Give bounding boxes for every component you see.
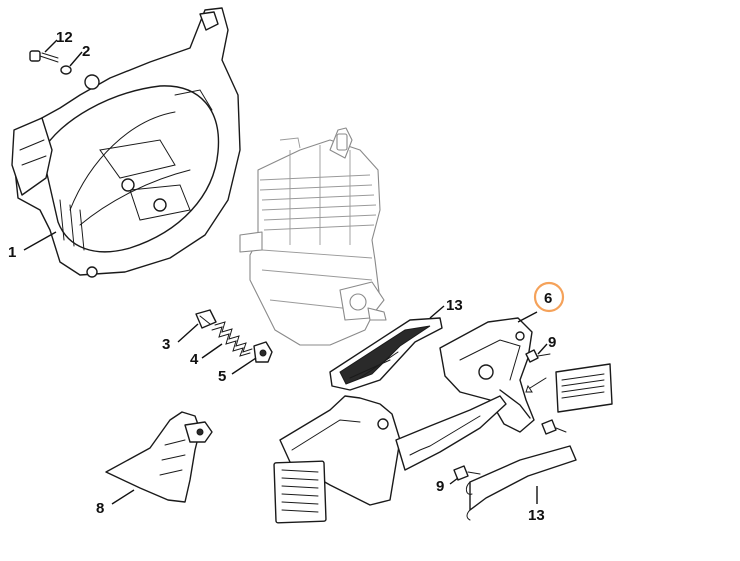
engine-cylinder bbox=[239, 127, 387, 346]
callout-8[interactable]: 8 bbox=[96, 500, 104, 517]
warning-label-decal bbox=[525, 363, 613, 413]
handle-bracket-part-6[interactable] bbox=[439, 317, 535, 433]
callout-3[interactable]: 3 bbox=[162, 336, 170, 353]
grille-part-13-upper[interactable] bbox=[329, 317, 443, 391]
callout-13-upper[interactable]: 13 bbox=[446, 297, 463, 314]
callout-13-lower[interactable]: 13 bbox=[528, 507, 545, 524]
callout-9-lower[interactable]: 9 bbox=[436, 478, 444, 495]
spring-part-4[interactable] bbox=[211, 321, 253, 357]
callout-1[interactable]: 1 bbox=[8, 244, 16, 261]
shield-part-8[interactable] bbox=[105, 411, 213, 503]
blower-handle-cover bbox=[273, 395, 507, 524]
strap-part-13-lower[interactable] bbox=[465, 445, 577, 521]
screw-part-9-right[interactable] bbox=[541, 419, 567, 435]
washer-part-2[interactable] bbox=[60, 65, 72, 75]
fitting-part-3[interactable] bbox=[195, 309, 217, 329]
screw-part-9-upper[interactable] bbox=[525, 349, 551, 363]
cap-part-5[interactable] bbox=[253, 341, 273, 363]
callout-4[interactable]: 4 bbox=[190, 351, 199, 368]
screw-part-9-lower[interactable] bbox=[453, 465, 481, 481]
callout-5[interactable]: 5 bbox=[218, 368, 226, 385]
callout-9-upper[interactable]: 9 bbox=[548, 334, 556, 351]
callout-12[interactable]: 12 bbox=[56, 29, 73, 46]
screw-part-12[interactable] bbox=[29, 50, 59, 63]
callout-6[interactable]: 6 bbox=[544, 290, 552, 307]
callout-2[interactable]: 2 bbox=[82, 43, 90, 60]
callout-6-highlight-ring bbox=[533, 281, 565, 313]
fan-housing-part-1[interactable] bbox=[11, 7, 241, 278]
leader-lines bbox=[23, 39, 548, 505]
